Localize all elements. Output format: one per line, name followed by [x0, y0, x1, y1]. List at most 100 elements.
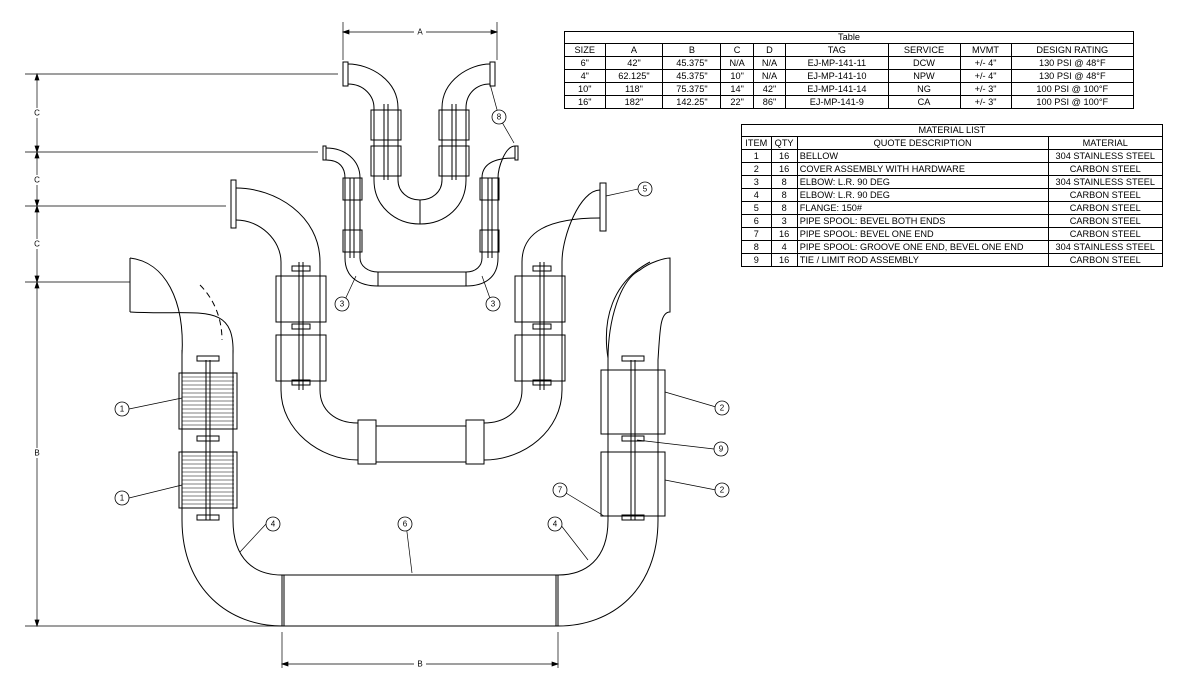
- material-list-header-cell: QTY: [770, 136, 798, 150]
- spec-table-header-cell: A: [604, 43, 664, 57]
- balloon-1-upper: 1: [120, 405, 125, 414]
- spec-table-cell: 62.125": [604, 69, 664, 83]
- material-list-cell: CARBON STEEL: [1047, 253, 1164, 267]
- spec-table-header-cell: DESIGN RATING: [1010, 43, 1135, 57]
- material-list-cell: 7: [741, 227, 772, 241]
- dim-b-left: B: [34, 449, 39, 458]
- material-list-cell: 8: [741, 240, 772, 254]
- dim-a-top: A: [417, 28, 423, 37]
- spec-table-cell: EJ-MP-141-11: [785, 56, 889, 70]
- spec-table-header-cell: MVMT: [959, 43, 1012, 57]
- material-list-cell: 6: [741, 214, 772, 228]
- dim-c-1: C: [34, 109, 40, 118]
- balloon-3-left: 3: [340, 300, 345, 309]
- material-list-header-cell: MATERIAL: [1047, 136, 1164, 150]
- dim-c-3: C: [34, 240, 40, 249]
- material-list-cell: 304 STAINLESS STEEL: [1047, 175, 1164, 189]
- material-list-cell: 16: [770, 227, 798, 241]
- material-list-cell: 9: [741, 253, 772, 267]
- spec-table-cell: N/A: [752, 56, 787, 70]
- cover-upper-right: [600, 369, 666, 435]
- material-list-cell: 3: [770, 214, 798, 228]
- material-list-cell: CARBON STEEL: [1047, 227, 1164, 241]
- material-list-cell: 2: [741, 162, 772, 176]
- balloon-1-lower: 1: [120, 494, 125, 503]
- material-list-cell: FLANGE: 150#: [796, 201, 1049, 215]
- spec-table-header-cell: B: [662, 43, 722, 57]
- material-list-cell: 8: [770, 201, 798, 215]
- material-list-cell: 5: [741, 201, 772, 215]
- spec-table-title: Table: [564, 31, 1134, 43]
- material-list-cell: 4: [770, 240, 798, 254]
- dimensions: [25, 22, 560, 668]
- material-list-cell: 4: [741, 188, 772, 202]
- material-list-cell: 304 STAINLESS STEEL: [1047, 240, 1164, 254]
- spec-table-cell: 45.375": [662, 56, 722, 70]
- spec-table-cell: 16": [564, 95, 606, 109]
- material-list-cell: CARBON STEEL: [1047, 214, 1164, 228]
- material-list-cell: COVER ASSEMBLY WITH HARDWARE: [796, 162, 1049, 176]
- balloon-4-right: 4: [553, 520, 558, 529]
- spec-table-cell: 86": [752, 95, 787, 109]
- material-list-cell: 304 STAINLESS STEEL: [1047, 149, 1164, 163]
- material-list-cell: 16: [770, 253, 798, 267]
- material-list-cell: 1: [741, 149, 772, 163]
- material-list-cell: CARBON STEEL: [1047, 201, 1164, 215]
- spec-table-cell: 10": [720, 69, 754, 83]
- spec-table-header-cell: D: [752, 43, 787, 57]
- spec-table-header-cell: SIZE: [564, 43, 606, 57]
- bellows-lower-left: [178, 451, 238, 509]
- material-list-cell: ELBOW: L.R. 90 DEG: [796, 175, 1049, 189]
- spec-table-cell: EJ-MP-141-14: [785, 82, 889, 96]
- balloon-5: 5: [643, 185, 648, 194]
- spec-table-cell: NG: [887, 82, 961, 96]
- spec-table-cell: 42": [604, 56, 664, 70]
- spec-table-header-cell: C: [720, 43, 754, 57]
- material-list-header-cell: ITEM: [741, 136, 772, 150]
- spec-table-cell: 100 PSI @ 100°F: [1010, 95, 1135, 109]
- spec-table-cell: +/- 4": [959, 69, 1012, 83]
- dim-c-2: C: [34, 176, 40, 185]
- spec-table-cell: DCW: [887, 56, 961, 70]
- material-list-header-cell: QUOTE DESCRIPTION: [796, 136, 1049, 150]
- spec-table-cell: 130 PSI @ 48°F: [1010, 56, 1135, 70]
- spec-table-cell: +/- 3": [959, 95, 1012, 109]
- spec-table-cell: 4": [564, 69, 606, 83]
- spec-table-cell: 22": [720, 95, 754, 109]
- spec-table-cell: EJ-MP-141-10: [785, 69, 889, 83]
- spec-table-cell: 118": [604, 82, 664, 96]
- spec-table-cell: NPW: [887, 69, 961, 83]
- material-list-cell: PIPE SPOOL: GROOVE ONE END, BEVEL ONE EN…: [796, 240, 1049, 254]
- material-list-title: MATERIAL LIST: [741, 124, 1163, 136]
- spec-table-cell: 130 PSI @ 48°F: [1010, 69, 1135, 83]
- spec-table-cell: 100 PSI @ 100°F: [1010, 82, 1135, 96]
- loop-4in: [322, 145, 519, 287]
- balloon-6: 6: [403, 520, 408, 529]
- spec-table-cell: 182": [604, 95, 664, 109]
- spec-table-cell: N/A: [752, 69, 787, 83]
- spec-table-cell: +/- 4": [959, 56, 1012, 70]
- loop-10in: [230, 179, 607, 465]
- material-list-cell: 8: [770, 188, 798, 202]
- spec-table-cell: EJ-MP-141-9: [785, 95, 889, 109]
- material-list-cell: 8: [770, 175, 798, 189]
- material-list-cell: BELLOW: [796, 149, 1049, 163]
- loop-16in: [129, 257, 671, 627]
- spec-table-header-cell: SERVICE: [887, 43, 961, 57]
- spec-table-cell: 142.25": [662, 95, 722, 109]
